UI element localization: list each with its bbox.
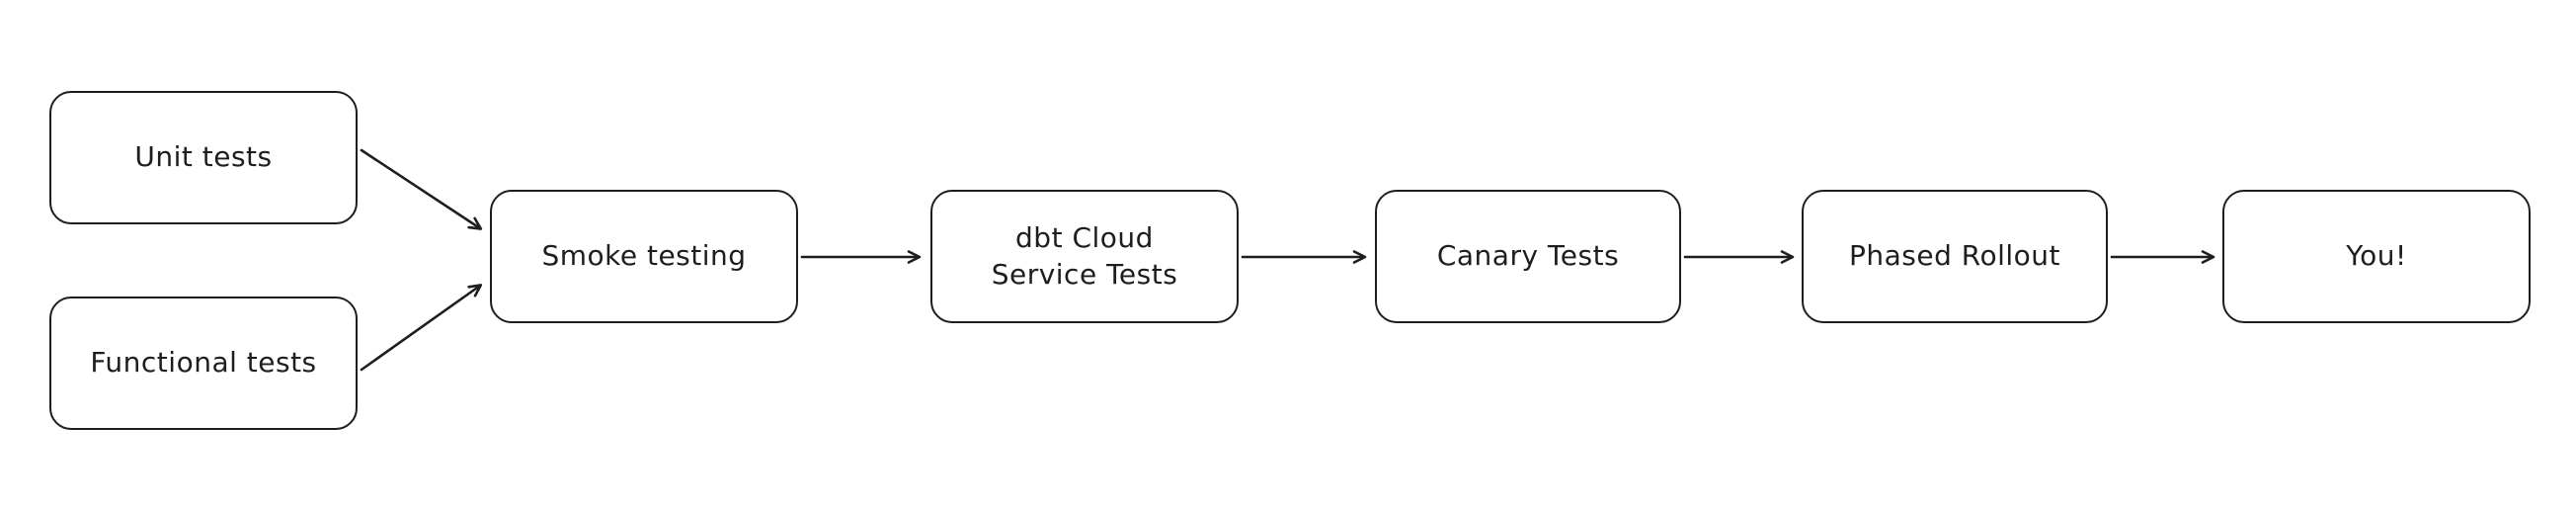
node-smoke-testing-label: Smoke testing <box>541 239 747 273</box>
node-you: You! <box>2222 190 2531 323</box>
node-functional-tests-label: Functional tests <box>90 346 317 380</box>
node-unit-tests: Unit tests <box>49 91 358 224</box>
node-you-label: You! <box>2346 239 2407 273</box>
node-phased-rollout: Phased Rollout <box>1802 190 2108 323</box>
node-dbt-cloud-service-tests-label: dbt Cloud Service Tests <box>991 221 1178 291</box>
edge-unit-tests-to-smoke-testing <box>360 148 483 230</box>
node-phased-rollout-label: Phased Rollout <box>1848 239 2061 273</box>
node-canary-tests-label: Canary Tests <box>1436 239 1620 273</box>
node-canary-tests: Canary Tests <box>1375 190 1681 323</box>
node-functional-tests: Functional tests <box>49 297 358 430</box>
node-unit-tests-label: Unit tests <box>134 140 273 174</box>
node-dbt-cloud-service-tests: dbt Cloud Service Tests <box>930 190 1239 323</box>
node-smoke-testing: Smoke testing <box>490 190 798 323</box>
edge-functional-tests-to-smoke-testing <box>360 284 483 372</box>
